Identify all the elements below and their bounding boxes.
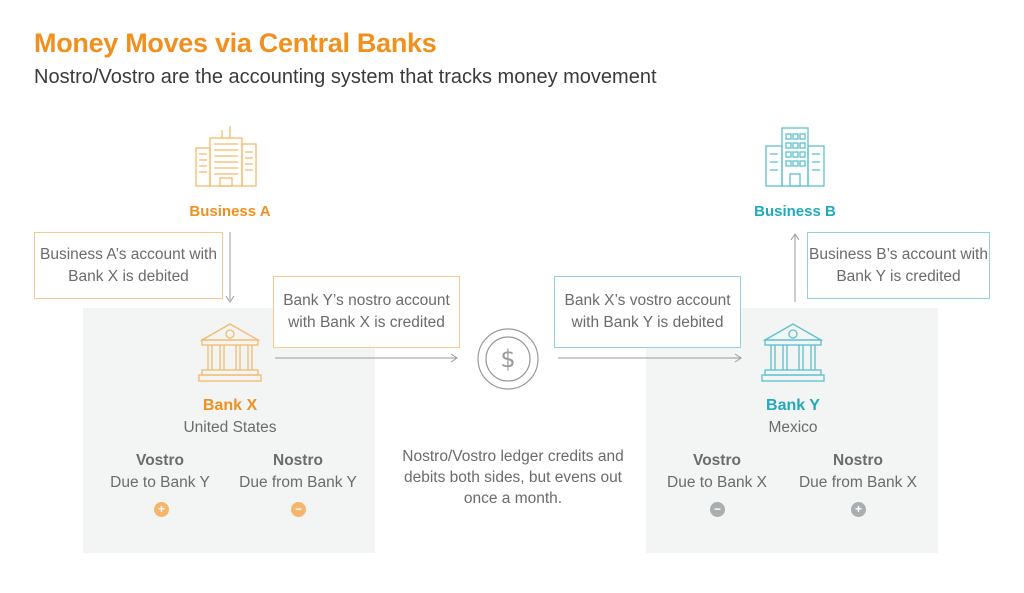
bank-y-nostro-title: Nostro [833, 452, 883, 469]
bank-y-name: Bank Y [766, 397, 820, 414]
bank-y-panel [646, 308, 938, 553]
office-building-icon [195, 126, 257, 187]
bank-y-country: Mexico [768, 419, 818, 436]
bank-y-vostro-title: Vostro [693, 452, 741, 469]
ledger-note: Nostro/Vostro ledger credits and debits … [402, 448, 624, 507]
bank-x-country: United States [183, 419, 277, 436]
business-a-debit-note: Business A’s account with Bank X is debi… [34, 232, 223, 299]
office-building-icon [765, 127, 825, 187]
bank-y-vostro-desc: Due to Bank X [667, 474, 767, 491]
bank-building-icon [761, 323, 825, 382]
bank-y-nostro-desc: Due from Bank X [798, 474, 918, 491]
minus-badge: − [291, 502, 306, 517]
nostro-credit-note: Bank Y’s nostro account with Bank X is c… [273, 276, 460, 348]
bank-x-panel [83, 308, 375, 553]
vostro-debit-note: Bank X’s vostro account with Bank Y is d… [554, 276, 741, 348]
bank-x-name: Bank X [202, 397, 258, 414]
business-a-label: Business A [189, 203, 271, 220]
bank-x-nostro-desc: Due from Bank Y [239, 474, 357, 491]
bank-building-icon [198, 323, 262, 382]
page-title: Money Moves via Central Banks [34, 28, 437, 58]
dollar-coin-icon: $ [477, 328, 539, 390]
plus-badge: + [154, 502, 169, 517]
bank-x-vostro-desc: Due to Bank Y [110, 474, 210, 491]
plus-badge: + [851, 502, 866, 517]
business-b-credit-note: Business B’s account with Bank Y is cred… [807, 232, 990, 299]
bank-x-vostro-title: Vostro [136, 452, 184, 469]
minus-badge: − [710, 502, 725, 517]
business-b-label: Business B [754, 203, 836, 220]
page-subtitle: Nostro/Vostro are the accounting system … [34, 66, 657, 88]
bank-x-nostro-title: Nostro [273, 452, 323, 469]
svg-text:$: $ [500, 345, 515, 373]
